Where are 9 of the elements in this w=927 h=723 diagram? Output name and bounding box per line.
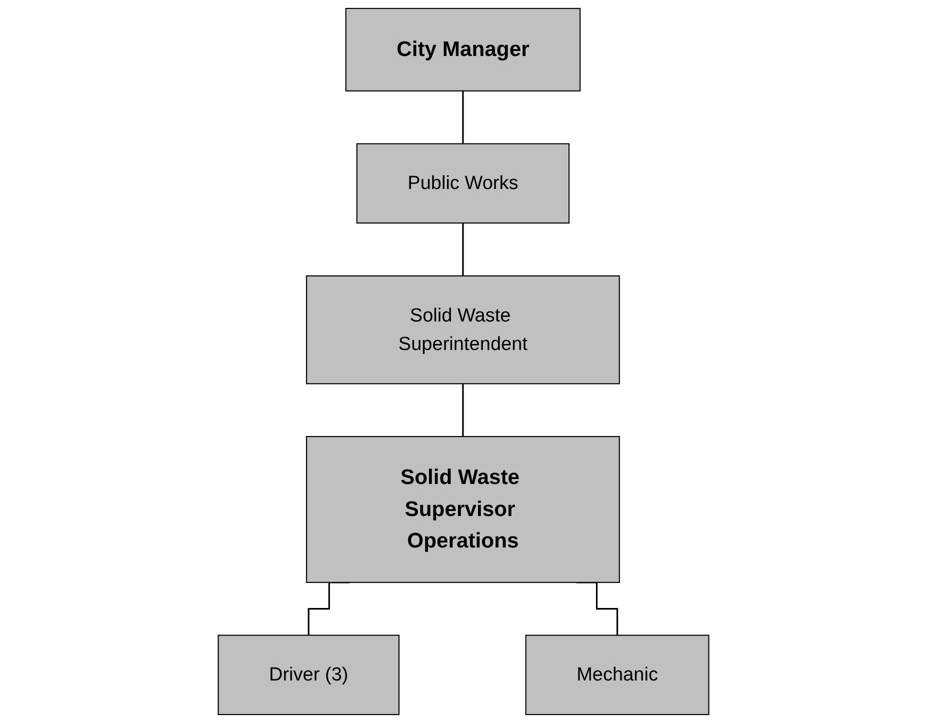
node-box: Solid Waste Supervisor Operations [306,436,620,583]
node-box: Public Works [356,143,570,224]
connector [462,90,464,145]
node-box: Mechanic [525,634,710,716]
node-box: Driver (3) [218,634,400,716]
node-box: City Manager [345,8,581,92]
connector [462,222,464,277]
connector [462,382,464,438]
node-box: Solid Waste Superintendent [306,275,620,384]
